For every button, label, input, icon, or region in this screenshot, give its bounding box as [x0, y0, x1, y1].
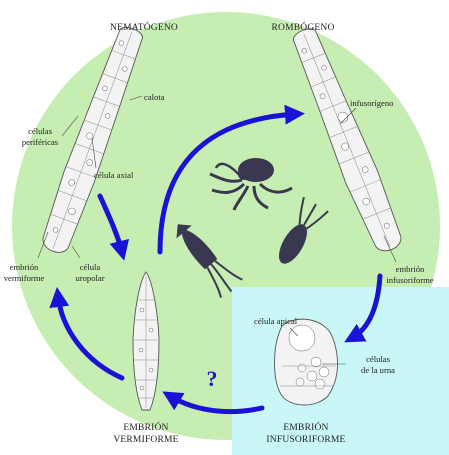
cuttlefish-icon	[279, 196, 329, 264]
label-celulas-urna-2: de la urna	[361, 365, 395, 375]
leader-celula-apical	[289, 327, 299, 337]
label-nematogeno: NEMATÓGENO	[110, 21, 178, 33]
nematogen-figure	[42, 27, 143, 253]
arrow-to-rhombogen	[157, 104, 305, 255]
label-calota: calota	[144, 92, 165, 102]
caption-embrion-vermiforme-2: VERMIFORME	[113, 435, 178, 445]
octopus-icon	[209, 158, 293, 211]
leader-celula-uropolar	[71, 245, 81, 259]
label-embrion-infusoriforme-2: infusoriforme	[386, 275, 433, 285]
apical-cell	[288, 324, 316, 352]
vermiform-embryo-figure	[132, 271, 160, 411]
arrow-rhombogen-to-infusoriform	[344, 273, 383, 343]
rhombogen-figure	[292, 28, 402, 252]
leader-embrion-vermiforme	[37, 231, 49, 259]
question-mark: ?	[207, 366, 218, 391]
leader-calota	[129, 95, 143, 101]
label-celula-apical: célula apical	[254, 316, 298, 326]
label-embrion-vermiforme-1: embrión	[10, 262, 39, 272]
label-celulas-perifericas-2: periféricas	[22, 137, 59, 147]
leader-celula-axial	[91, 137, 97, 169]
caption-embrion-infusoriforme-1: EMBRIÓN	[283, 421, 328, 433]
squid-icon	[176, 224, 243, 298]
label-infusorigeno: infusorígeno	[350, 98, 393, 108]
arrow-infusoriform-to-vermiform	[162, 391, 265, 415]
label-rombogeno: ROMBÓGENO	[271, 21, 334, 33]
label-celula-uropolar-2: uropolar	[75, 273, 104, 283]
label-celula-uropolar-1: célula	[80, 262, 101, 272]
caption-embrion-vermiforme-1: EMBRIÓN	[123, 421, 168, 433]
label-celula-axial: célula axial	[94, 170, 134, 180]
label-embrion-infusoriforme-1: embrión	[396, 264, 425, 274]
arrow-vermiform-to-nematogen	[49, 287, 125, 381]
leader-celulas-perifericas	[61, 115, 79, 137]
arrow-nematogen-to-vermiform	[97, 193, 130, 261]
infusoriform-embryo-figure	[274, 318, 339, 406]
infusoriform-panel	[232, 287, 449, 455]
leader-embrion-infusoriforme	[383, 235, 397, 263]
label-celulas-urna-1: células	[366, 354, 391, 364]
leader-infusorigeno	[339, 107, 357, 125]
caption-embrion-infusoriforme-2: INFUSORIFORME	[266, 435, 345, 445]
label-embrion-vermiforme-2: vermiforme	[4, 273, 45, 283]
label-celulas-perifericas-1: células	[28, 126, 53, 136]
